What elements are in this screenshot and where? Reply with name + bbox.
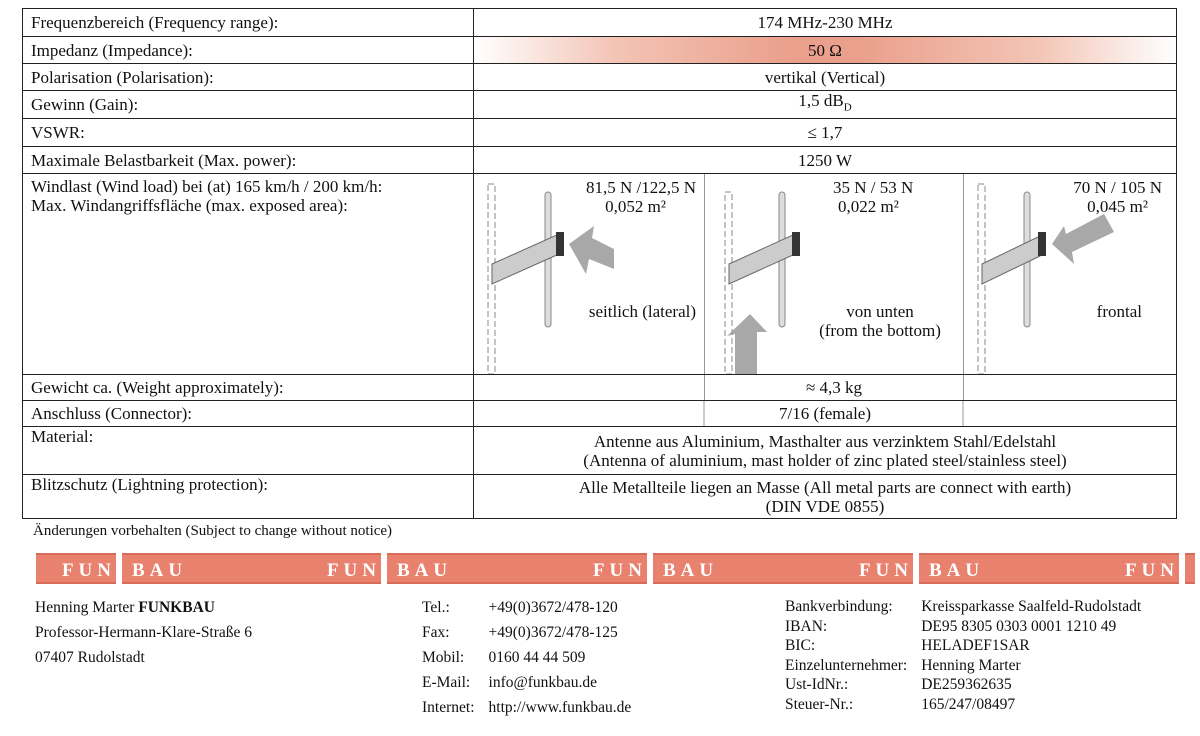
spec-value: 174 MHz-230 MHz [473,8,1177,37]
banner-fun-text: FUN [858,560,913,581]
spec-label: Impedanz (Impedance): [22,36,474,64]
banner-bau-text: BAU [663,560,719,581]
spec-table: Frequenzbereich (Frequency range):174 MH… [22,8,1177,519]
change-notice: Änderungen vorbehalten (Subject to chang… [33,523,393,539]
wind-direction-label: seitlich (lateral) [588,302,696,321]
wind-figures: 81,5 N /122,5 N 0,052 m² seitlich (later… [473,173,1177,375]
phone: +49(0)3672/478-120 [488,599,618,616]
antenna-bottom-illustration [724,191,800,374]
gain-subscript: D [843,101,852,114]
direction-line-1: von unten [846,302,914,321]
banner-fun-text: FUN [1124,560,1179,581]
bank-value: Henning Marter [921,656,1021,674]
bank-info: Bankverbindung: Kreissparkasse Saalfeld-R… [785,597,1141,714]
banner-segment: BAU FUN [653,553,913,584]
spec-value: 1,5 dBD [473,90,1177,119]
spec-value: ≈ 4,3 kg [705,375,964,400]
empty-cell [474,375,705,400]
wind-case-lateral: 81,5 N /122,5 N 0,052 m² seitlich (later… [474,174,705,374]
spec-label: Anschluss (Connector): [22,400,474,427]
contact-key: Mobil: [422,649,465,666]
banner-fun-text: FUN [592,560,647,581]
city: 07407 Rudolstadt [35,649,145,666]
bank-key: Einzelunternehmer: [785,656,908,674]
banner-segment: FUN [36,553,116,584]
spec-label: Polarisation (Polarisation): [22,63,474,91]
empty-cell [964,375,1176,400]
company-address: Henning Marter FUNKBAU Professor-Hermann… [35,595,252,670]
banner-segment: BAU FUN [919,553,1179,584]
wind-case-frontal: 70 N / 105 N 0,045 m² frontal [964,174,1176,374]
bank-value: Kreissparkasse Saalfeld-Rudolstadt [921,598,1142,615]
exposed-area-value: 0,022 m² [838,197,899,216]
owner-name: Henning Marter [35,599,139,616]
contact-key: E-Mail: [422,674,471,691]
banner-segment: BAU [1185,553,1195,584]
contact-key: Tel.: [422,599,450,616]
spec-value: 7/16 (female) [473,400,1177,427]
mobile: 0160 44 44 509 [488,649,586,666]
gain-value: 1,5 dB [798,91,844,111]
wind-label: Windlast (Wind load) bei (at) 165 km/h /… [22,173,474,375]
bank-value: 165/247/08497 [921,695,1016,713]
spec-value: Antenne aus Aluminium, Masthalter aus ve… [473,426,1177,475]
banner-bau-text: BAU [929,560,985,581]
contact-key: Fax: [422,624,450,641]
banner-fun-text: FUN [61,560,116,581]
wind-load-value: 35 N / 53 N [833,178,914,197]
spec-value: 1250 W [473,146,1177,174]
bank-key: Ust-IdNr.: [785,676,849,693]
exposed-area-label: Max. Windangriffsfläche (max. exposed ar… [31,196,348,215]
bank-key: BIC: [785,637,816,654]
wind-case-bottom: 35 N / 53 N 0,022 m² von unten(from the … [705,174,964,374]
bank-value: DE95 8305 0303 0001 1210 49 [921,617,1117,635]
spec-value: 50 Ω [473,36,1177,64]
bank-key: Steuer-Nr.: [785,695,854,713]
wind-load-value: 81,5 N /122,5 N [585,178,696,197]
lightning-line-2: (DIN VDE 0855) [765,496,885,516]
company-name: Henning Marter FUNKBAU [35,595,252,620]
wind-direction-label: frontal [1096,302,1142,321]
bank-key: Bankverbindung: [785,598,893,615]
spec-value: vertikal (Vertical) [473,63,1177,91]
banner-fun-text: FUN [326,560,381,581]
spec-label: Frequenzbereich (Frequency range): [22,8,474,37]
spec-label: VSWR: [22,118,474,147]
banner-bau-text: BAU [397,560,453,581]
wind-load-value: 70 N / 105 N [1073,178,1162,197]
spec-label: Blitzschutz (Lightning protection): [22,474,474,519]
exposed-area-value: 0,052 m² [605,197,666,216]
spec-label: Maximale Belastbarkeit (Max. power): [22,146,474,174]
street: Professor-Hermann-Klare-Straße 6 [35,624,253,641]
bank-key: IBAN: [785,617,828,635]
spec-label: Material: [22,426,474,475]
email-link[interactable]: info@funkbau.de [488,674,598,691]
funkbau-banner: FUN BAU FUN BAU FUN BAU FUN BAU FUN BAU [36,553,1195,584]
spec-label: Gewicht ca. (Weight approximately): [22,374,474,401]
weight-cell: ≈ 4,3 kg [473,374,1177,401]
banner-segment: BAU FUN [122,553,381,584]
brand-name: FUNKBAU [138,599,215,616]
material-line-2: (Antenna of aluminium, mast holder of zi… [583,450,1067,470]
material-line-1: Antenne aus Aluminium, Masthalter aus ve… [593,431,1057,451]
banner-bau-text: BAU [132,560,188,581]
wind-load-label: Windlast (Wind load) bei (at) 165 km/h /… [31,177,383,196]
contact-key: Internet: [422,699,475,716]
contact-info: Tel.: +49(0)3672/478-120 Fax: +49(0)3672/4… [422,595,631,720]
website-link[interactable]: http://www.funkbau.de [488,699,632,716]
bank-value: DE259362635 [921,676,1012,693]
banner-segment: BAU FUN [387,553,647,584]
bank-value: HELADEF1SAR [921,637,1030,654]
lightning-line-1: Alle Metallteile liegen an Masse (All me… [578,477,1072,497]
spec-value: Alle Metallteile liegen an Masse (All me… [473,474,1177,519]
exposed-area-value: 0,045 m² [1087,197,1148,216]
spec-label: Gewinn (Gain): [22,90,474,119]
spec-value: ≤ 1,7 [473,118,1177,147]
antenna-lateral-illustration [487,183,614,374]
direction-line-2: (from the bottom) [819,321,941,340]
fax: +49(0)3672/478-125 [488,624,618,641]
antenna-frontal-illustration [977,183,1114,374]
wind-direction-label: von unten(from the bottom) [800,302,960,340]
